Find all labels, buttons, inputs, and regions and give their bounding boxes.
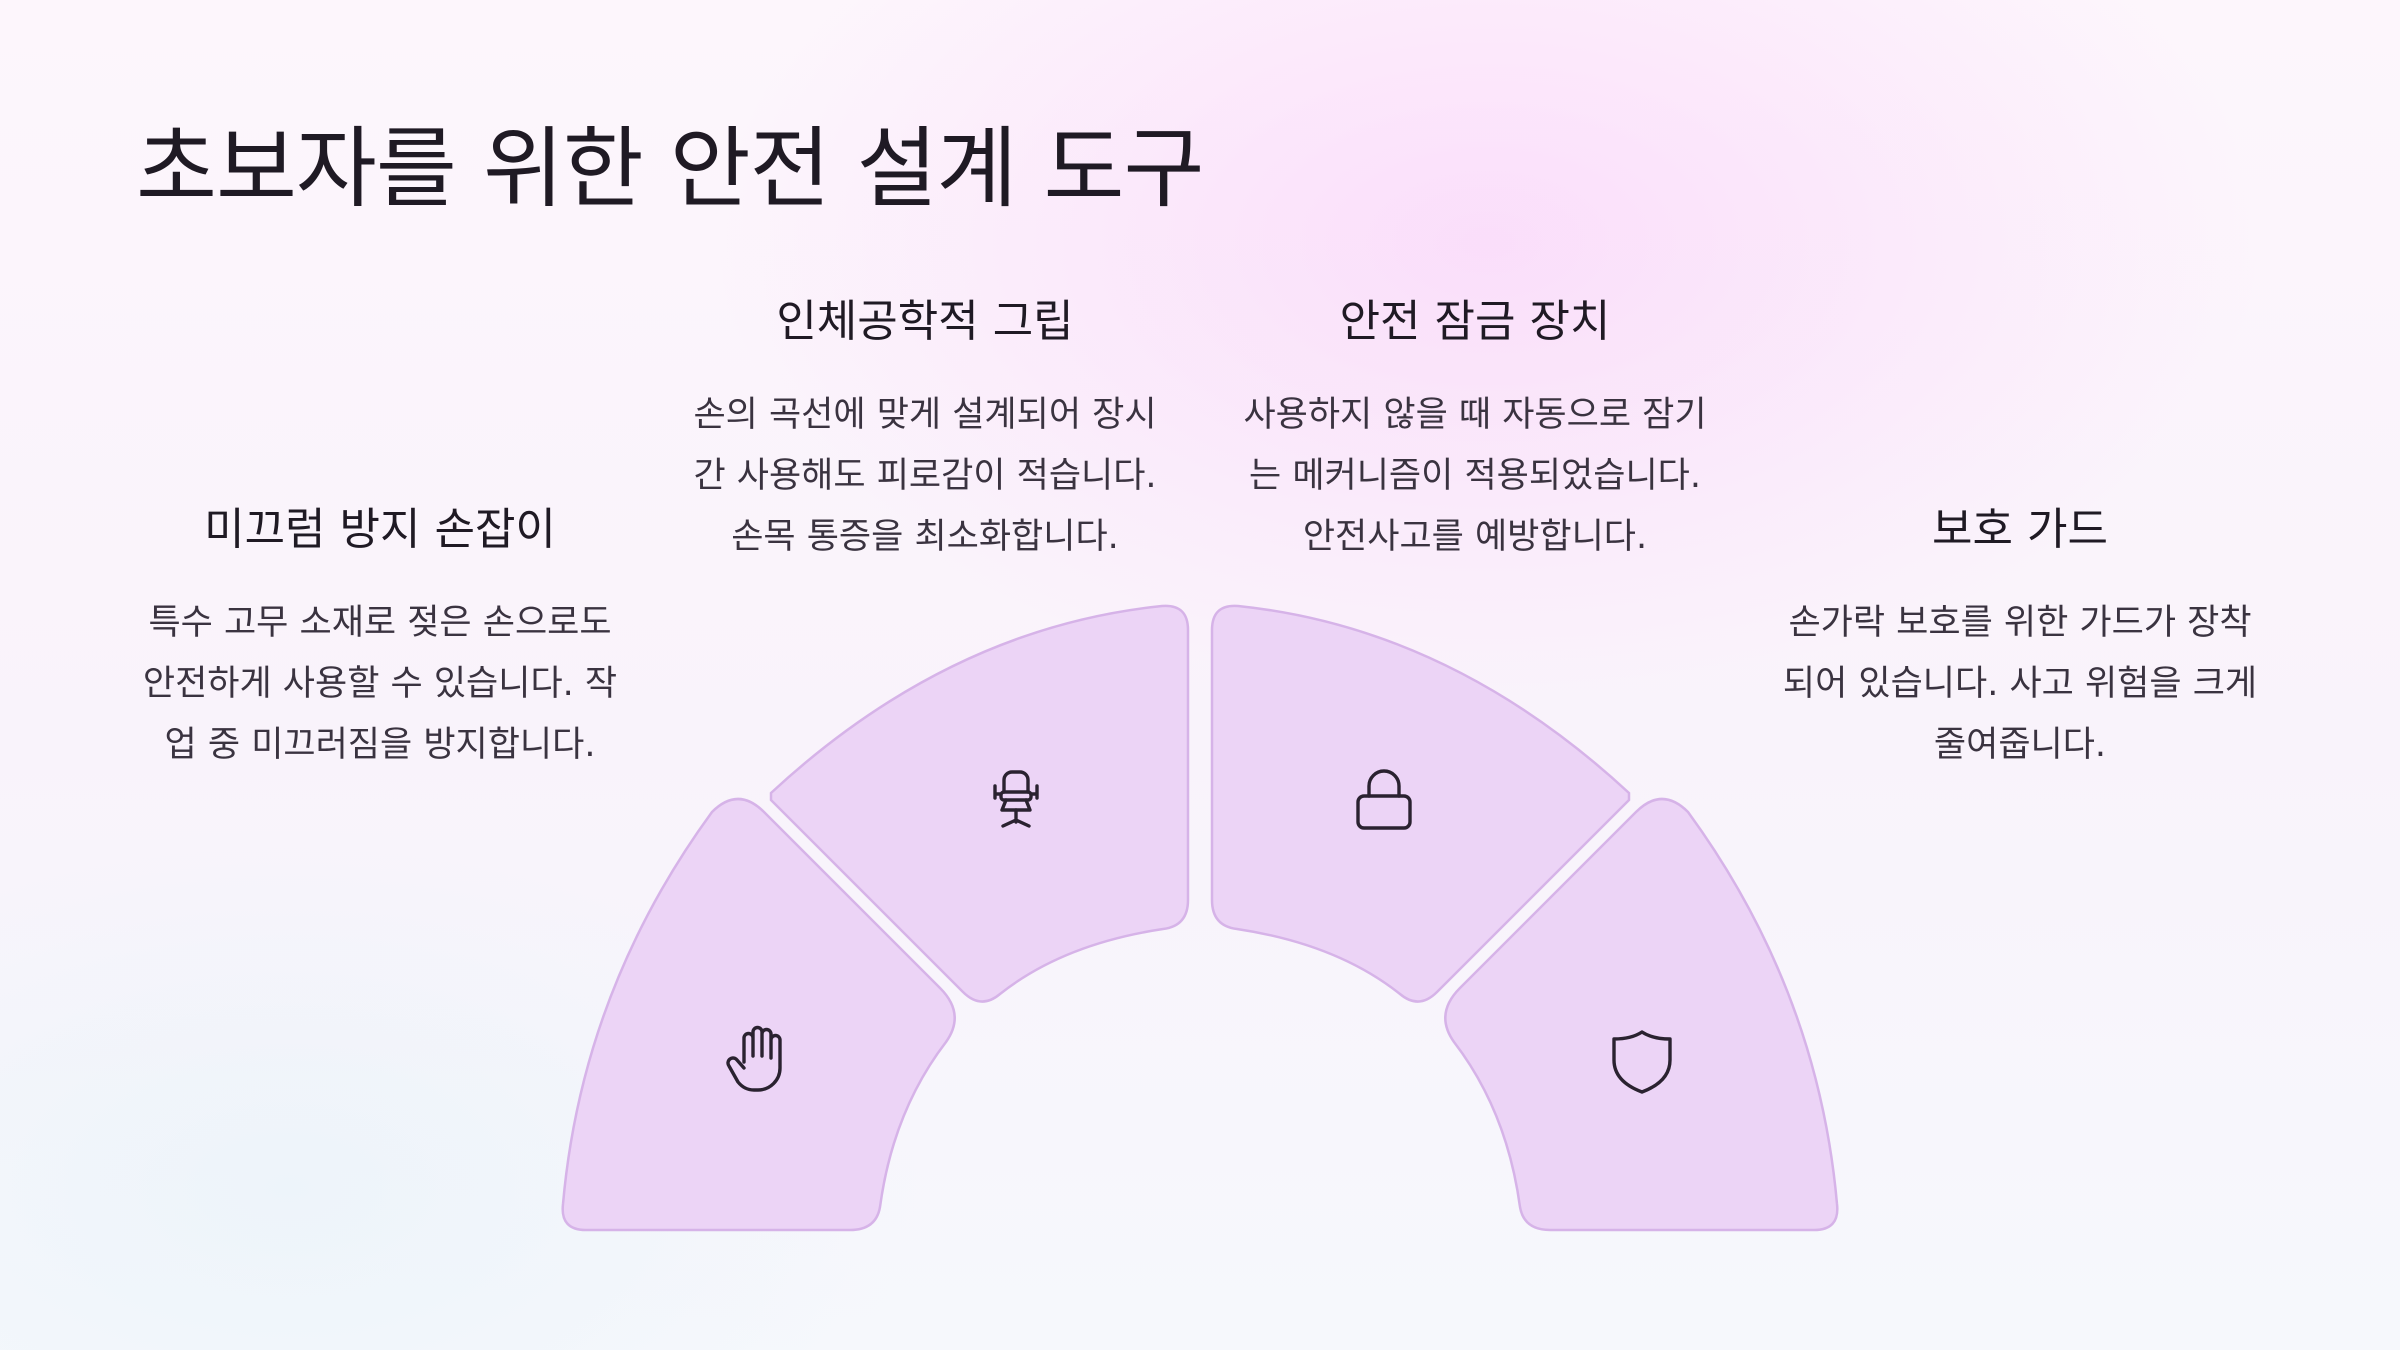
segment-lock xyxy=(1210,604,1631,1003)
feature-title: 인체공학적 그립 xyxy=(776,296,1074,347)
feature-description: 사용하지 않을 때 자동으로 잠기 는 메커니즘이 적용되었습니다. 안전사고를… xyxy=(1243,395,1707,557)
segment-shield xyxy=(1444,797,1839,1232)
lock-icon xyxy=(1356,769,1412,830)
feature-anti-slip-handle: 미끄럼 방지 손잡이 특수 고무 소재로 젖은 손으로도 안전하게 사용할 수 … xyxy=(120,493,640,776)
office-chair-icon xyxy=(993,770,1039,828)
shield-icon xyxy=(1612,1030,1672,1094)
feature-title: 보호 가드 xyxy=(1932,504,2108,555)
segment-hand xyxy=(561,797,956,1232)
segment-chair xyxy=(769,604,1190,1003)
page-title: 초보자를 위한 안전 설계 도구 xyxy=(136,117,1204,220)
hand-icon xyxy=(726,1025,782,1092)
feature-description: 특수 고무 소재로 젖은 손으로도 안전하게 사용할 수 있습니다. 작 업 중… xyxy=(142,603,618,765)
feature-safety-lock: 안전 잠금 장치 사용하지 않을 때 자동으로 잠기 는 메커니즘이 적용되었습… xyxy=(1210,285,1740,568)
feature-ergonomic-grip: 인체공학적 그립 손의 곡선에 맞게 설계되어 장시 간 사용해도 피로감이 적… xyxy=(660,285,1190,568)
feature-description: 손의 곡선에 맞게 설계되어 장시 간 사용해도 피로감이 적습니다. 손목 통… xyxy=(693,395,1157,557)
feature-protective-guard: 보호 가드 손가락 보호를 위한 가드가 장착 되어 있습니다. 사고 위험을 … xyxy=(1760,493,2280,776)
feature-title: 미끄럼 방지 손잡이 xyxy=(204,504,556,555)
feature-description: 손가락 보호를 위한 가드가 장착 되어 있습니다. 사고 위험을 크게 줄여줍… xyxy=(1782,603,2258,765)
feature-title: 안전 잠금 장치 xyxy=(1339,296,1611,347)
